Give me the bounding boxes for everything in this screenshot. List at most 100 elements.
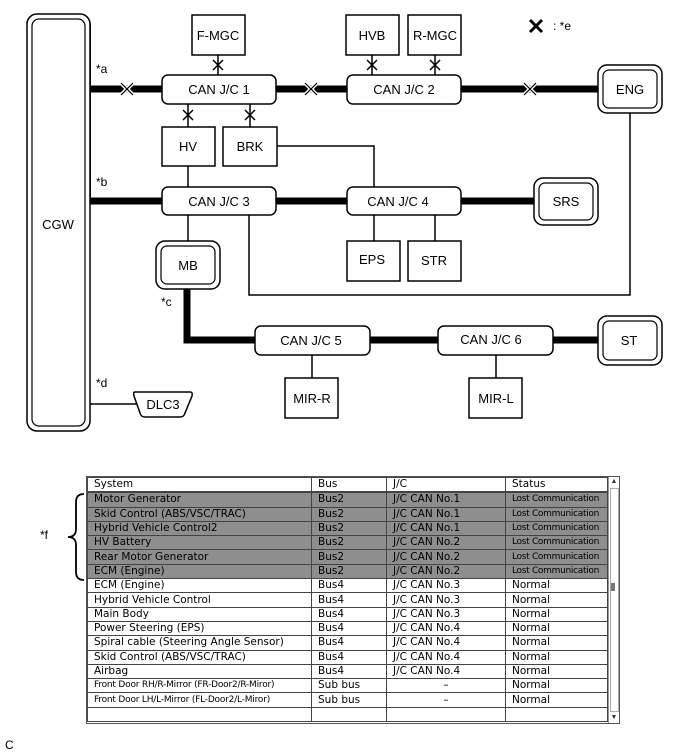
- ecu-box-rmgc: [407, 14, 462, 56]
- bracket-label: *f: [40, 528, 49, 542]
- cell-bus: Bus4: [311, 663, 387, 680]
- cross-mark-icon: [182, 109, 194, 121]
- disconnect-marks: [119, 59, 538, 121]
- cell-system: Front Door LH/L-Mirror (FL-Door2/L-Miror…: [87, 692, 312, 708]
- cell-bus: Bus2: [311, 563, 387, 580]
- ecu-box-mirr: [284, 377, 339, 419]
- cell-system: Rear Motor Generator: [87, 549, 312, 565]
- scroll-down-arrow-icon[interactable]: ▼: [610, 714, 618, 721]
- cell-bus: Bus4: [311, 592, 387, 608]
- scroll-up-arrow-icon[interactable]: ▲: [610, 478, 618, 485]
- junction-jc2: [346, 74, 462, 105]
- legend-cross-icon: [528, 18, 544, 34]
- cell-jc: J/C CAN No.3: [386, 578, 506, 594]
- column-header-status[interactable]: Status: [505, 477, 608, 494]
- ecu-box-st: [597, 315, 663, 366]
- ecu-box-hvb: [345, 14, 400, 56]
- cell-system: ECM (Engine): [87, 578, 312, 594]
- cell-jc: J/C CAN No.3: [386, 606, 506, 622]
- cell-status: Normal: [505, 663, 608, 680]
- junction-label-jc5: CAN J/C 5: [280, 333, 341, 348]
- ecu-label-fmgc: F-MGC: [197, 28, 240, 43]
- cell-system: Spiral cable (Steering Angle Sensor): [87, 635, 312, 651]
- cell-bus: Bus2: [311, 520, 387, 537]
- cell-status: Normal: [505, 620, 608, 637]
- thin-lines: [90, 55, 631, 405]
- junction-jc5: [254, 325, 371, 356]
- cell-jc: J/C CAN No.2: [386, 549, 506, 565]
- vertical-scrollbar[interactable]: ▲ ▼: [608, 477, 619, 723]
- ecu-box-hv: [161, 126, 216, 167]
- connector-label-dlc3: DLC3: [146, 397, 179, 412]
- column-header-system[interactable]: System: [87, 477, 312, 494]
- ecu-label-st: ST: [621, 333, 638, 348]
- can-bus-diagram: CGW F-MGC HVB R-MGC CAN J/C 1 CAN J/C 2 …: [26, 13, 663, 432]
- table-row[interactable]: Spiral cable (Steering Angle Sensor)Bus4…: [87, 635, 608, 651]
- bus-label-b: *b: [96, 175, 108, 189]
- ecu-label-str: STR: [421, 253, 447, 268]
- column-header-jc[interactable]: J/C: [386, 477, 506, 494]
- junction-jc1: [161, 74, 277, 105]
- ecu-label-srs: SRS: [553, 194, 580, 209]
- cell-bus: Sub bus: [311, 692, 387, 708]
- ecu-label-eps: EPS: [359, 252, 385, 267]
- cell-status: Normal: [505, 678, 608, 694]
- cell-bus: Bus4: [311, 578, 387, 594]
- ecu-label-rmgc: R-MGC: [413, 28, 457, 43]
- table-row[interactable]: Front Door RH/R-Mirror (FR-Door2/R-Miror…: [87, 678, 608, 694]
- junction-jc3: [161, 186, 277, 216]
- table-row[interactable]: [87, 706, 608, 723]
- cell-jc: J/C CAN No.4: [386, 649, 506, 665]
- bus-label-c: *c: [161, 295, 172, 309]
- ecu-box-mirl: [468, 377, 523, 419]
- junction-jc4: [346, 186, 462, 216]
- cell-status: Lost Communication: [505, 506, 608, 522]
- ecu-label-brk: BRK: [237, 139, 264, 154]
- ecu-box-eps: [346, 240, 401, 282]
- cell-system: Hybrid Vehicle Control: [87, 592, 312, 608]
- cell-jc: J/C CAN No.1: [386, 520, 506, 537]
- bus-label-a: *a: [96, 62, 108, 76]
- ecu-box-srs: [533, 177, 599, 226]
- ecu-label-mb: MB: [178, 258, 198, 273]
- cell-system: Hybrid Vehicle Control2: [87, 520, 312, 537]
- scroll-thumb[interactable]: [611, 583, 615, 591]
- column-header-bus[interactable]: Bus: [311, 477, 387, 494]
- cell-system: ECM (Engine): [87, 563, 312, 580]
- table-header-row: System Bus J/C Status: [87, 477, 608, 494]
- ecu-label-eng: ENG: [616, 82, 644, 97]
- connector-dlc3: [132, 391, 193, 418]
- cell-system: Motor Generator: [87, 491, 312, 508]
- cross-mark-icon: [244, 109, 256, 121]
- cell-status: Lost Communication: [505, 491, 608, 508]
- cell-bus: Bus2: [311, 506, 387, 522]
- bracket-brace-icon: [67, 493, 85, 581]
- cell-bus: Bus4: [311, 635, 387, 651]
- cell-system: HV Battery: [87, 535, 312, 551]
- table-row[interactable]: Front Door LH/L-Mirror (FL-Door2/L-Miror…: [87, 692, 608, 708]
- cell-jc: [386, 706, 506, 723]
- ecu-box-eng: [597, 64, 663, 114]
- junction-label-jc6: CAN J/C 6: [460, 332, 521, 347]
- ecu-box-brk: [222, 126, 278, 167]
- cross-mark-icon: [303, 81, 319, 97]
- scroll-track[interactable]: [610, 488, 619, 712]
- cell-bus: Bus2: [311, 491, 387, 508]
- junction-label-jc1: CAN J/C 1: [188, 82, 249, 97]
- line-jc3-eng: [248, 113, 631, 296]
- junction-label-jc2: CAN J/C 2: [373, 82, 434, 97]
